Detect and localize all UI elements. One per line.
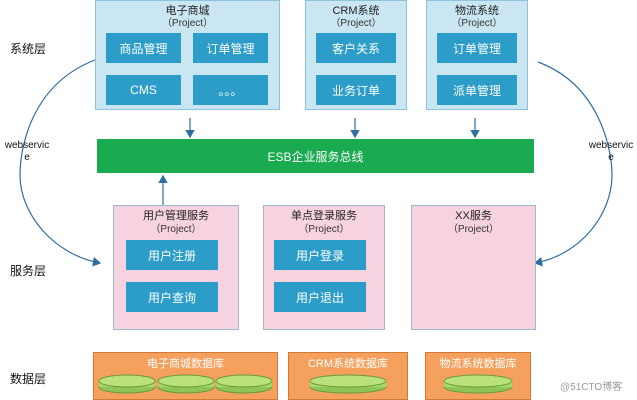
service-title: XX服务 xyxy=(455,210,492,222)
service-box-user-management: 用户管理服务 （Project） 用户注册 用户查询 xyxy=(113,205,239,330)
database-disks xyxy=(309,374,387,394)
system-subtitle: （Project） xyxy=(161,18,214,29)
module-user-query: 用户查询 xyxy=(126,282,218,312)
service-subtitle: （Project） xyxy=(150,224,202,235)
service-title: 单点登录服务 xyxy=(291,210,357,222)
service-title: 用户管理服务 xyxy=(143,210,209,222)
module-user-logout: 用户退出 xyxy=(274,282,366,312)
module-user-register: 用户注册 xyxy=(126,240,218,270)
system-subtitle: （Project） xyxy=(451,18,503,29)
database-disks xyxy=(443,374,513,394)
database-disks xyxy=(98,374,273,394)
data-layer-label: 数据层 xyxy=(10,372,47,386)
webservice-label-left: webservic e xyxy=(4,140,50,163)
module-user-login: 用户登录 xyxy=(274,240,366,270)
esb-bus: ESB企业服务总线 xyxy=(97,139,534,173)
module-business-orders: 业务订单 xyxy=(316,75,396,105)
service-box-xx: XX服务 （Project） xyxy=(411,205,536,330)
system-layer-label: 系统层 xyxy=(10,42,47,56)
system-subtitle: （Project） xyxy=(330,18,382,29)
database-title: 物流系统数据库 xyxy=(439,358,517,370)
system-box-ecommerce: 电子商城 （Project） 商品管理 订单管理 CMS 。。。 xyxy=(95,0,280,110)
system-title: 物流系统 xyxy=(455,5,499,17)
database-box-crm: CRM系统数据库 xyxy=(288,352,408,400)
module-order-management: 订单管理 xyxy=(193,33,268,63)
service-layer-label: 服务层 xyxy=(10,264,47,278)
module-more: 。。。 xyxy=(193,75,268,105)
module-cms: CMS xyxy=(106,75,181,105)
webservice-label-right: webservic e xyxy=(588,140,634,163)
database-box-logistics: 物流系统数据库 xyxy=(425,352,531,400)
system-title: 电子商城 xyxy=(165,5,210,17)
right-webservice-curve xyxy=(533,61,613,267)
disk-icon xyxy=(215,374,273,394)
disk-icon xyxy=(98,374,156,394)
system-box-crm: CRM系统 （Project） 客户关系 业务订单 xyxy=(305,0,407,110)
watermark: @51CTO博客 xyxy=(560,382,623,393)
module-customer-relations: 客户关系 xyxy=(316,33,396,63)
disk-icon xyxy=(309,374,387,394)
service-box-sso: 单点登录服务 （Project） 用户登录 用户退出 xyxy=(263,205,385,330)
left-webservice-curve xyxy=(19,59,102,267)
module-order-management: 订单管理 xyxy=(437,33,517,63)
database-title: CRM系统数据库 xyxy=(307,358,389,370)
module-dispatch-management: 派单管理 xyxy=(437,75,517,105)
system-title: CRM系统 xyxy=(332,5,380,17)
service-subtitle: （Project） xyxy=(298,224,350,235)
disk-icon xyxy=(443,374,513,394)
system-box-logistics: 物流系统 （Project） 订单管理 派单管理 xyxy=(426,0,528,110)
module-goods-management: 商品管理 xyxy=(106,33,181,63)
service-subtitle: （Project） xyxy=(447,224,500,235)
disk-icon xyxy=(157,374,215,394)
database-title: 电子商城数据库 xyxy=(147,358,224,370)
database-box-ecommerce: 电子商城数据库 xyxy=(93,352,278,400)
